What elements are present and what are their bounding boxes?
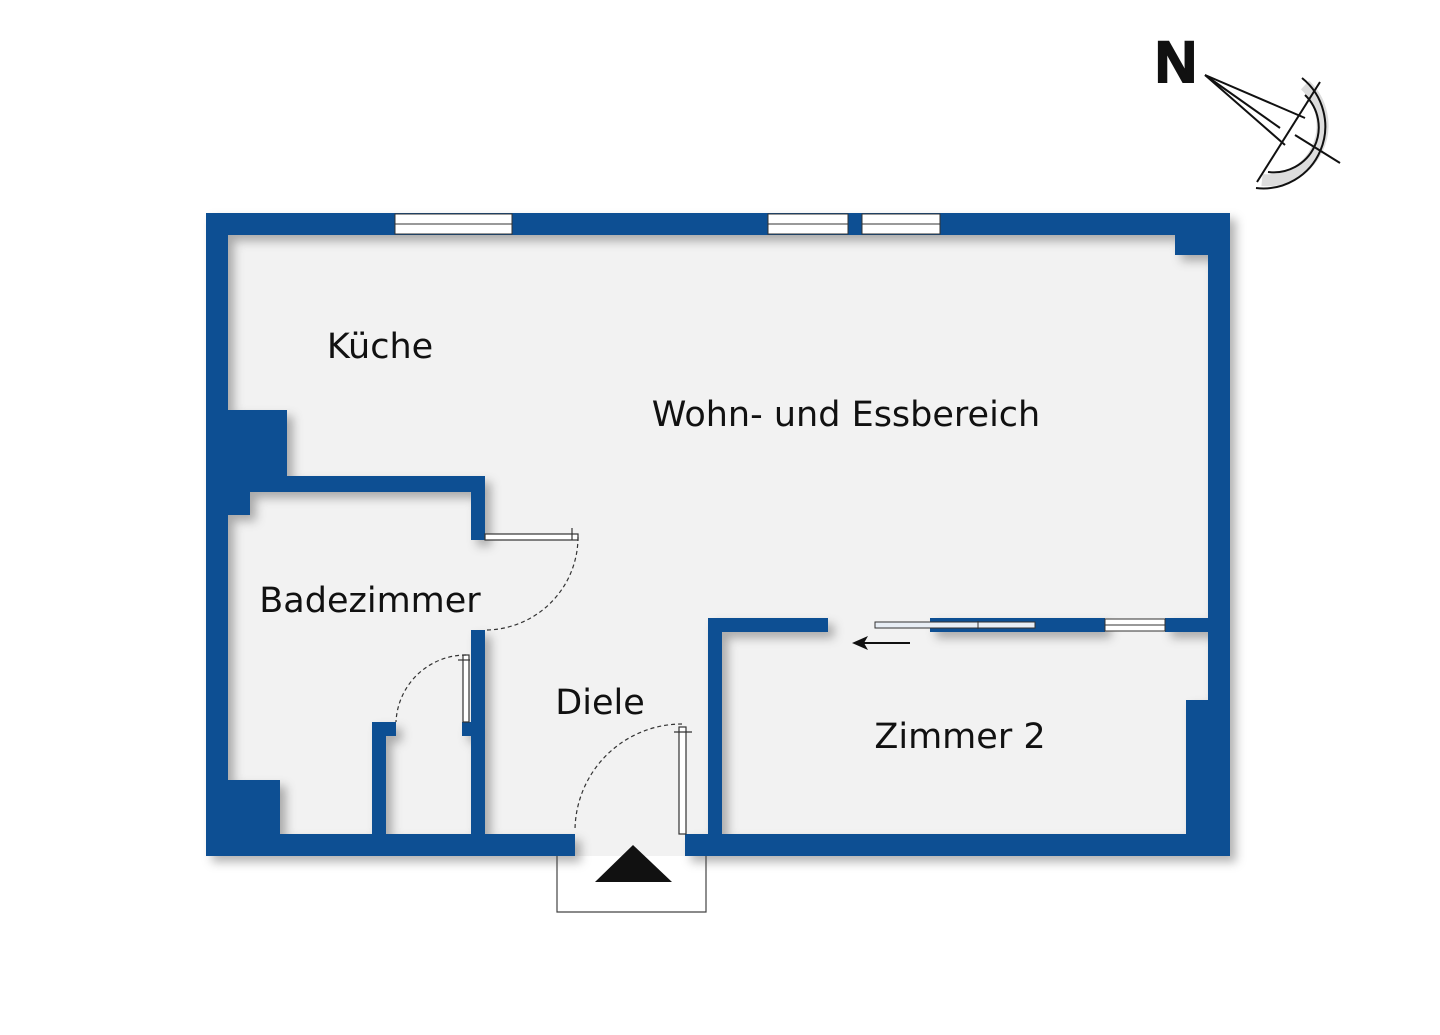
sliding-door — [852, 621, 1036, 650]
doors — [395, 528, 692, 835]
room-label-zimmer-2: Zimmer 2 — [874, 717, 1045, 757]
walls — [206, 213, 1230, 856]
north-label: N — [1155, 30, 1197, 95]
room-label-badezimmer: Badezimmer — [259, 581, 481, 621]
room-label-kueche: Küche — [327, 327, 433, 367]
north-compass-icon: N — [1154, 29, 1341, 190]
room-label-diele: Diele — [555, 683, 644, 723]
entrance — [556, 845, 707, 913]
windows — [394, 213, 1166, 632]
entrance-triangle-icon — [595, 845, 672, 882]
room-label-wohn-essbereich: Wohn- und Essbereich — [652, 395, 1040, 435]
